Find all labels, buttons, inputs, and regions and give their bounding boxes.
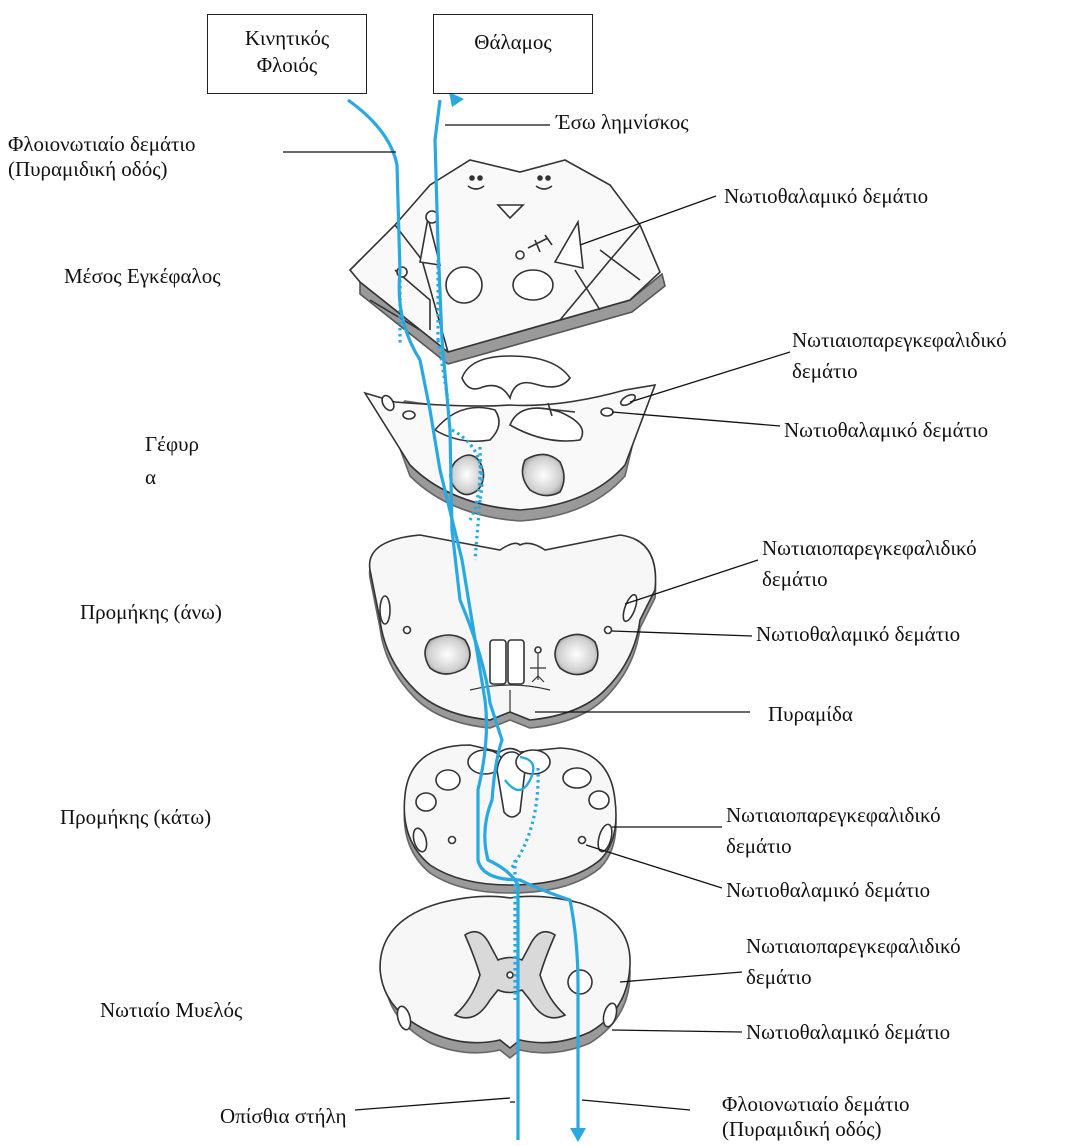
medulla-upper-label: Προμήκης (άνω) — [80, 600, 222, 625]
spinocerebellar-4-line2: δεμάτιο — [746, 965, 961, 990]
thalamus-box: Θάλαμος — [433, 14, 593, 94]
spinocerebellar-3-line1: Νωτιαιοπαρεγκεφαλιδικό — [726, 803, 941, 828]
spinocerebellar-4-line1: Νωτιαιοπαρεγκεφαλιδικό — [746, 934, 961, 959]
spinocerebellar-2-line2: δεμάτιο — [762, 567, 977, 592]
spinocerebellar-3-line2: δεμάτιο — [726, 834, 941, 859]
spinothalamic-label-3: Νωτιοθαλαμικό δεμάτιο — [756, 622, 960, 647]
corticospinal-bottom-label: Φλοιονωτιαίο δεμάτιο (Πυραμιδική οδός) — [722, 1092, 910, 1142]
midbrain-label: Μέσος Εγκέφαλος — [64, 264, 221, 289]
spinothalamic-label-1: Νωτιοθαλαμικό δεμάτιο — [724, 184, 928, 209]
spinothalamic-label-5: Νωτιοθαλαμικό δεμάτιο — [746, 1020, 950, 1045]
pons-section — [365, 356, 655, 521]
spinocerebellar-label-2: Νωτιαιοπαρεγκεφαλιδικό δεμάτιο — [762, 536, 977, 592]
pons-line2: α — [145, 465, 199, 490]
motor-cortex-line1: Κινητικός — [208, 25, 366, 52]
pyramid-label: Πυραμίδα — [768, 702, 853, 727]
medial-lemniscus-label: Έσω λημνίσκος — [556, 110, 689, 135]
pons-line1: Γέφυρ — [145, 432, 199, 457]
spinocerebellar-1-line2: δεμάτιο — [792, 359, 1007, 384]
pons-label: Γέφυρ α — [145, 432, 199, 490]
lower-medulla-section — [404, 745, 616, 893]
dorsal-column-label: Οπίσθια στήλη — [220, 1104, 346, 1129]
corticospinal-top-line2: (Πυραμιδική οδός) — [8, 157, 196, 182]
motor-cortex-box: Κινητικός Φλοιός — [207, 14, 367, 94]
corticospinal-top-label: Φλοιονωτιαίο δεμάτιο (Πυραμιδική οδός) — [8, 132, 196, 182]
arrowhead-thalamus — [449, 92, 464, 107]
spinal-cord-label: Νωτιαίο Μυελός — [100, 998, 242, 1023]
corticospinal-bottom-line2: (Πυραμιδική οδός) — [722, 1117, 910, 1142]
spinothalamic-label-4: Νωτιοθαλαμικό δεμάτιο — [726, 878, 930, 903]
arrowhead-down — [570, 1128, 586, 1142]
spinocerebellar-1-line1: Νωτιαιοπαρεγκεφαλιδικό — [792, 328, 1007, 353]
spinothalamic-label-2: Νωτιοθαλαμικό δεμάτιο — [784, 418, 988, 443]
corticospinal-bottom-line1: Φλοιονωτιαίο δεμάτιο — [722, 1092, 910, 1117]
medulla-lower-label: Προμήκης (κάτω) — [60, 805, 211, 830]
spinocerebellar-label-1: Νωτιαιοπαρεγκεφαλιδικό δεμάτιο — [792, 328, 1007, 384]
thalamus-label: Θάλαμος — [434, 29, 592, 56]
spinocerebellar-label-3: Νωτιαιοπαρεγκεφαλιδικό δεμάτιο — [726, 803, 941, 859]
motor-cortex-line2: Φλοιός — [208, 52, 366, 79]
spinocerebellar-2-line1: Νωτιαιοπαρεγκεφαλιδικό — [762, 536, 977, 561]
spinocerebellar-label-4: Νωτιαιοπαρεγκεφαλιδικό δεμάτιο — [746, 934, 961, 990]
corticospinal-top-line1: Φλοιονωτιαίο δεμάτιο — [8, 132, 196, 157]
